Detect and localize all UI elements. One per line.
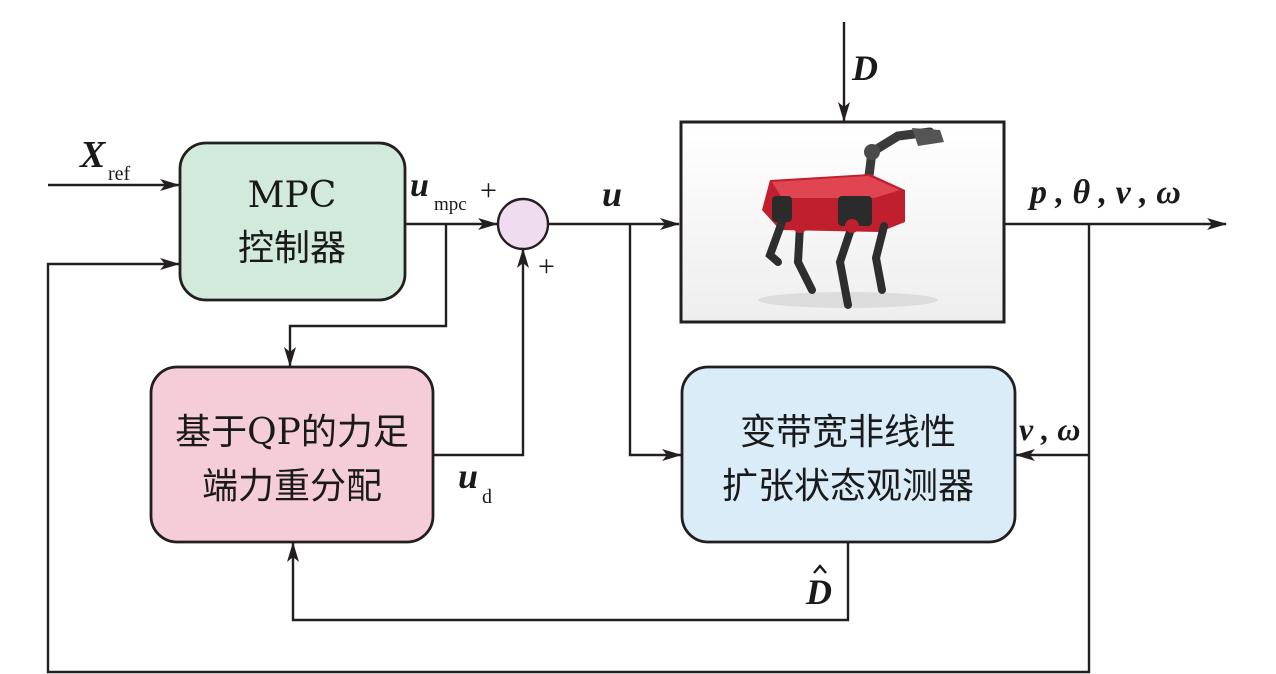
umpc-to-qp-wire	[284, 224, 448, 367]
qp-box	[149, 365, 435, 544]
disturbance-label: D	[851, 48, 878, 88]
summing-junction	[496, 197, 550, 251]
mpc-controller-block: MPC 控制器	[178, 141, 407, 302]
ud-wire	[433, 248, 529, 457]
umpc-subscript: mpc	[434, 194, 467, 215]
mpc-box	[178, 141, 407, 302]
dhat-label: D	[805, 572, 832, 612]
plus-sign-top: +	[480, 174, 497, 207]
xref-subscript: ref	[108, 163, 131, 185]
eso-label-line1: 变带宽非线性	[740, 412, 956, 453]
u-label: u	[602, 174, 622, 214]
eso-box	[680, 365, 1017, 544]
umpc-label: u	[410, 167, 429, 204]
u-to-eso-wire	[628, 224, 682, 461]
mpc-label-line2: 控制器	[238, 228, 346, 269]
signal-wires	[46, 22, 1227, 674]
plant-block	[679, 120, 1006, 324]
quadruped-robot-icon	[758, 127, 944, 309]
eso-label-line2: 扩张状态观测器	[722, 466, 974, 507]
qp-redistribution-block: 基于QP的力足 端力重分配	[149, 365, 435, 544]
qp-label-line1: 基于QP的力足	[175, 412, 409, 453]
qp-label-line2: 端力重分配	[202, 466, 382, 507]
hat-accent-icon	[813, 564, 827, 574]
dhat-wire	[287, 542, 850, 622]
outputs-label: p , θ , v , ω	[1027, 174, 1181, 211]
plus-sign-bottom: +	[538, 250, 555, 283]
mpc-label-line1: MPC	[248, 175, 337, 216]
eso-observer-block: 变带宽非线性 扩张状态观测器	[680, 365, 1017, 544]
ud-subscript: d	[482, 486, 492, 508]
vw-feedback-label: v , ω	[1019, 411, 1080, 447]
signal-labels: X ref u mpc + + u u d D D p , θ , v , ω …	[79, 48, 1181, 612]
state-feedback-loop	[46, 224, 1091, 674]
ud-label: u	[458, 456, 478, 496]
xref-label: X	[79, 134, 107, 176]
